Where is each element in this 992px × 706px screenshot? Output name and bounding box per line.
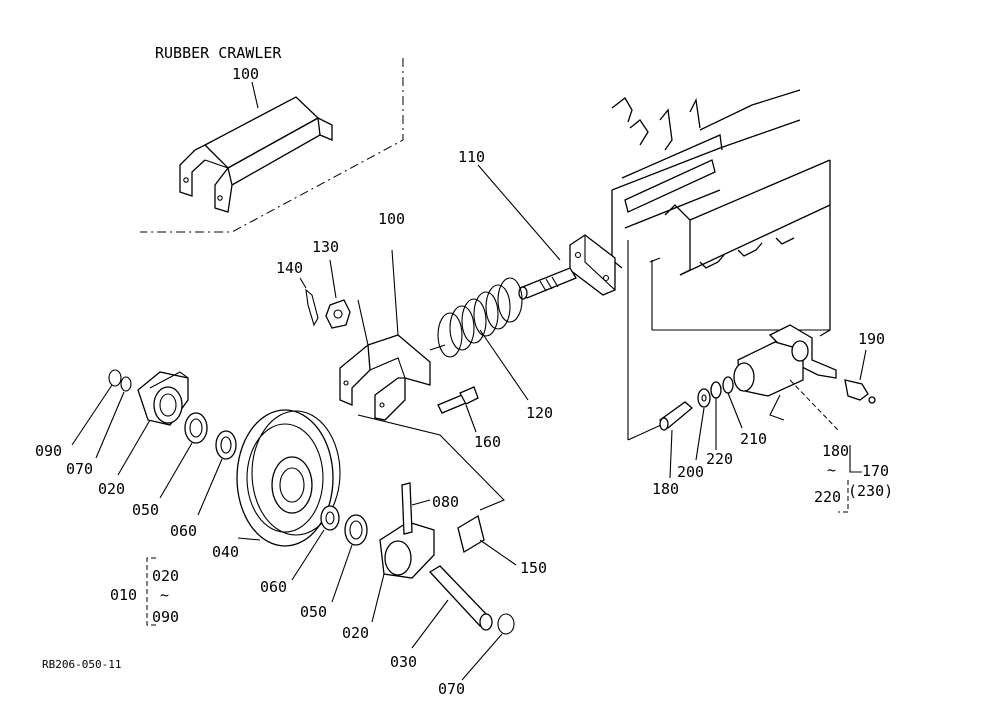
label-220-b: 220 — [814, 488, 841, 506]
label-010-from: 020 — [152, 567, 179, 585]
label-080: 080 — [432, 493, 459, 511]
track-frame — [611, 89, 831, 441]
part-080-pin — [401, 482, 431, 535]
part-160-bolt — [437, 386, 479, 433]
leader-210 — [727, 392, 743, 429]
label-180-a: 180 — [652, 480, 679, 498]
bracket-230 — [838, 480, 849, 513]
part-040-idler-wheel — [236, 409, 341, 547]
label-230: (230) — [848, 482, 893, 500]
label-110: 110 — [458, 148, 485, 166]
leader-180 — [669, 429, 673, 479]
label-050-a: 050 — [132, 501, 159, 519]
label-100-mid: 100 — [378, 210, 405, 228]
range-bracket-010 — [146, 557, 156, 626]
part-100-yoke — [339, 249, 446, 421]
label-210: 210 — [740, 430, 767, 448]
label-100-top: 100 — [232, 65, 259, 83]
part-070-snap-ring — [95, 376, 132, 459]
title-label: RUBBER CRAWLER — [155, 44, 282, 62]
part-200-washer — [697, 388, 711, 408]
part-220-washer — [710, 381, 722, 399]
label-030: 030 — [390, 653, 417, 671]
label-060-a: 060 — [170, 522, 197, 540]
label-130: 130 — [312, 238, 339, 256]
part-060-bearing — [197, 430, 237, 516]
range-tilde-right: ~ — [827, 461, 836, 479]
part-070-snap-ring-b — [461, 613, 515, 681]
label-220-a: 220 — [706, 450, 733, 468]
part-050-seal — [159, 412, 208, 499]
label-070-b: 070 — [438, 680, 465, 698]
label-010-to: 090 — [152, 608, 179, 626]
part-180-pin — [658, 401, 694, 431]
part-110-adjuster-rod — [477, 164, 616, 300]
bracket-170 — [849, 445, 862, 473]
leader-line — [357, 414, 505, 511]
label-150: 150 — [520, 559, 547, 577]
label-060-b: 060 — [260, 578, 287, 596]
part-210-oring — [722, 376, 734, 394]
label-090: 090 — [35, 442, 62, 460]
label-190: 190 — [858, 330, 885, 348]
label-120: 120 — [526, 404, 553, 422]
part-190-grease-fitting — [844, 349, 876, 404]
label-050-b: 050 — [300, 603, 327, 621]
range-tilde-left: ~ — [160, 586, 169, 604]
part-090-snap-ring — [71, 369, 122, 446]
leader-170 — [789, 379, 839, 431]
label-180-b: 180 — [822, 442, 849, 460]
label-200: 200 — [677, 463, 704, 481]
label-020-a: 020 — [98, 480, 125, 498]
part-020-bearing-housing-b — [371, 521, 435, 623]
part-060-bearing-b — [291, 505, 340, 581]
rubber-crawler-bracket — [140, 58, 404, 233]
label-040: 040 — [212, 543, 239, 561]
leader-200 — [695, 407, 705, 461]
label-010: 010 — [110, 586, 137, 604]
label-020-b: 020 — [342, 624, 369, 642]
part-030-shaft — [411, 565, 493, 649]
part-050-seal-b — [331, 514, 368, 603]
label-170: 170 — [862, 462, 889, 480]
part-020-bearing-housing — [117, 371, 189, 476]
part-170-bracket-shaft — [733, 324, 837, 421]
part-130-nut — [325, 259, 351, 329]
label-070-a: 070 — [66, 460, 93, 478]
label-140: 140 — [276, 259, 303, 277]
label-160: 160 — [474, 433, 501, 451]
part-140-cotter-pin — [299, 277, 319, 327]
drawing-code: RB206-050-11 — [42, 658, 121, 671]
part-120-spring — [437, 277, 529, 401]
part-150-plate — [457, 514, 517, 566]
